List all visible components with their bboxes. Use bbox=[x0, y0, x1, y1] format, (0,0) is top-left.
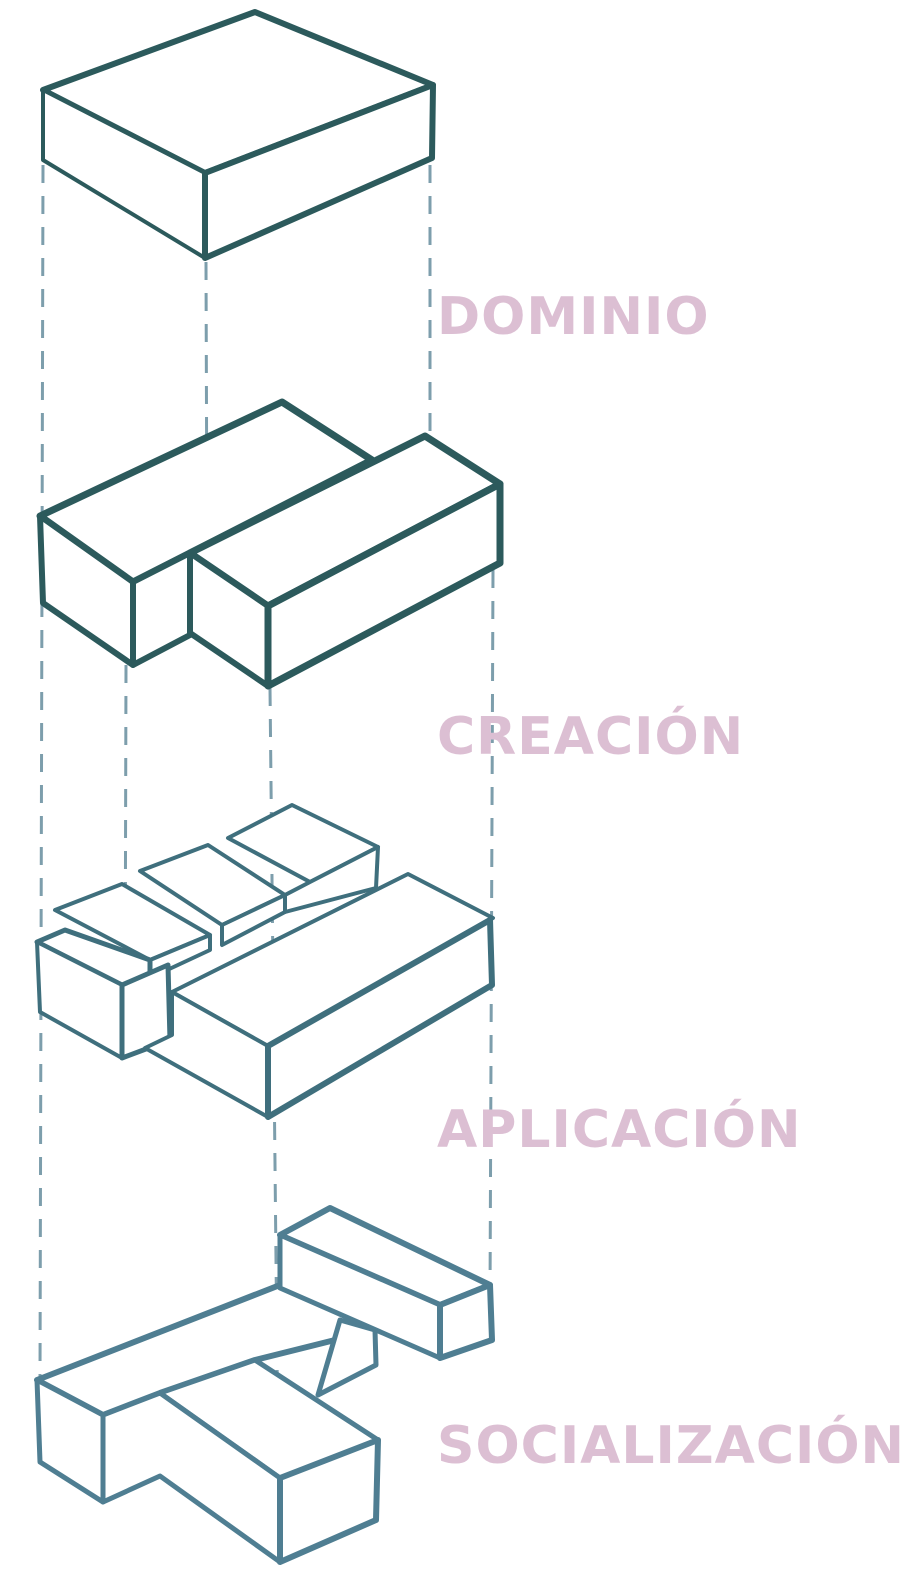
creacion-right-side-face bbox=[264, 480, 504, 690]
label-socializacion: SOCIALIZACIÓN bbox=[437, 1416, 906, 1476]
aplicacion-right-front bbox=[143, 990, 270, 1119]
socializacion-floating-side bbox=[437, 1282, 495, 1361]
label-aplicacion: APLICACIÓN bbox=[437, 1100, 802, 1160]
block-creacion bbox=[36, 398, 504, 690]
label-dominio: DOMINIO bbox=[437, 287, 710, 347]
label-creacion: CREACIÓN bbox=[437, 707, 745, 767]
block-aplicacion bbox=[34, 803, 495, 1120]
dominio-front-right-face bbox=[202, 82, 436, 261]
socializacion-lower-side bbox=[277, 1437, 381, 1565]
guide-line-left bbox=[38, 164, 45, 1381]
block-dominio bbox=[40, 9, 436, 261]
aplicacion-step-2-front bbox=[220, 893, 287, 947]
block-socializacion bbox=[34, 1205, 495, 1565]
aplicacion-step-3-front bbox=[283, 845, 380, 914]
aplicacion-right-side bbox=[265, 917, 495, 1120]
